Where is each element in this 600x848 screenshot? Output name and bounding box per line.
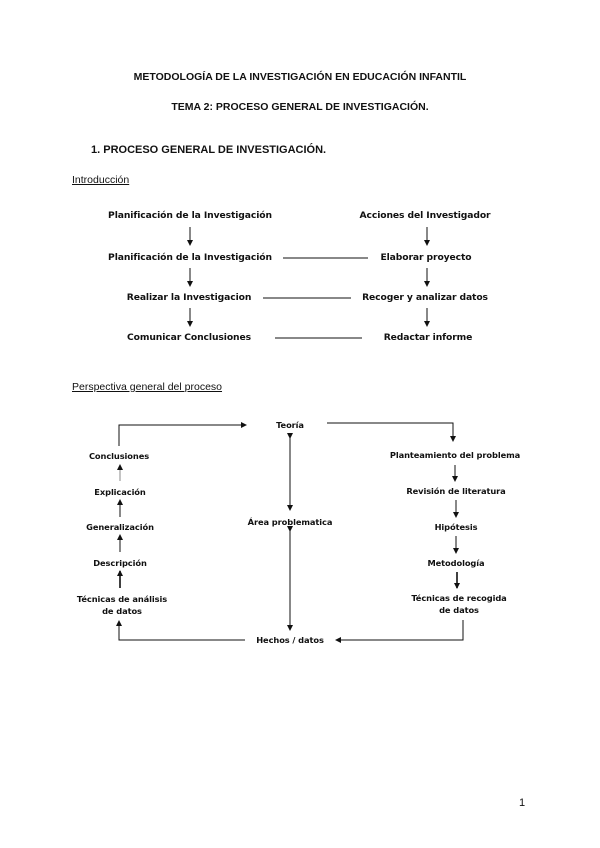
- node-planteamiento: Planteamiento del problema: [389, 450, 521, 460]
- node-metodologia: Metodología: [427, 558, 485, 568]
- document-title: METODOLOGÍA DE LA INVESTIGACIÓN EN EDUCA…: [133, 71, 467, 83]
- section-heading: 1. PROCESO GENERAL DE INVESTIGACIÓN.: [91, 144, 327, 156]
- node-tecnicas-recogida-2: de datos: [439, 605, 479, 615]
- intro-left-4: Comunicar Conclusiones: [127, 332, 251, 343]
- document-subtitle: TEMA 2: PROCESO GENERAL DE INVESTIGACIÓN…: [171, 101, 429, 113]
- node-teoria: Teoría: [276, 420, 304, 430]
- node-revision-literatura: Revisión de literatura: [406, 486, 506, 496]
- loop-hechos-to-analisis: [116, 620, 245, 641]
- perspectiva-heading: Perspectiva general del proceso: [72, 381, 223, 393]
- introduccion-heading: Introducción: [72, 174, 130, 186]
- intro-left-3: Realizar la Investigacion: [126, 292, 252, 303]
- node-tecnicas-recogida-1: Técnicas de recogida: [411, 593, 507, 603]
- loop-teoria-to-planteamiento: [327, 422, 456, 442]
- node-hechos-datos: Hechos / datos: [256, 635, 324, 645]
- node-hipotesis: Hipótesis: [434, 522, 478, 532]
- node-explicacion: Explicación: [94, 487, 146, 497]
- loop-recogida-to-hechos: [335, 620, 464, 643]
- page-number: 1: [519, 797, 526, 809]
- node-conclusiones: Conclusiones: [88, 451, 150, 461]
- loop-conclusiones-to-teoria: [118, 422, 247, 446]
- intro-left-2: Planificación de la Investigación: [108, 252, 272, 263]
- node-generalizacion: Generalización: [86, 522, 154, 532]
- node-descripcion: Descripción: [93, 558, 147, 568]
- intro-right-3: Recoger y analizar datos: [362, 292, 488, 303]
- node-tecnicas-analisis-2: de datos: [102, 606, 142, 616]
- node-area-problematica: Área problematica: [247, 517, 333, 527]
- intro-right-1: Acciones del Investigador: [359, 210, 491, 221]
- intro-right-4: Redactar informe: [383, 332, 473, 343]
- intro-right-2: Elaborar proyecto: [380, 252, 472, 263]
- intro-left-1: Planificación de la Investigación: [108, 210, 272, 221]
- node-tecnicas-analisis-1: Técnicas de análisis: [76, 594, 168, 604]
